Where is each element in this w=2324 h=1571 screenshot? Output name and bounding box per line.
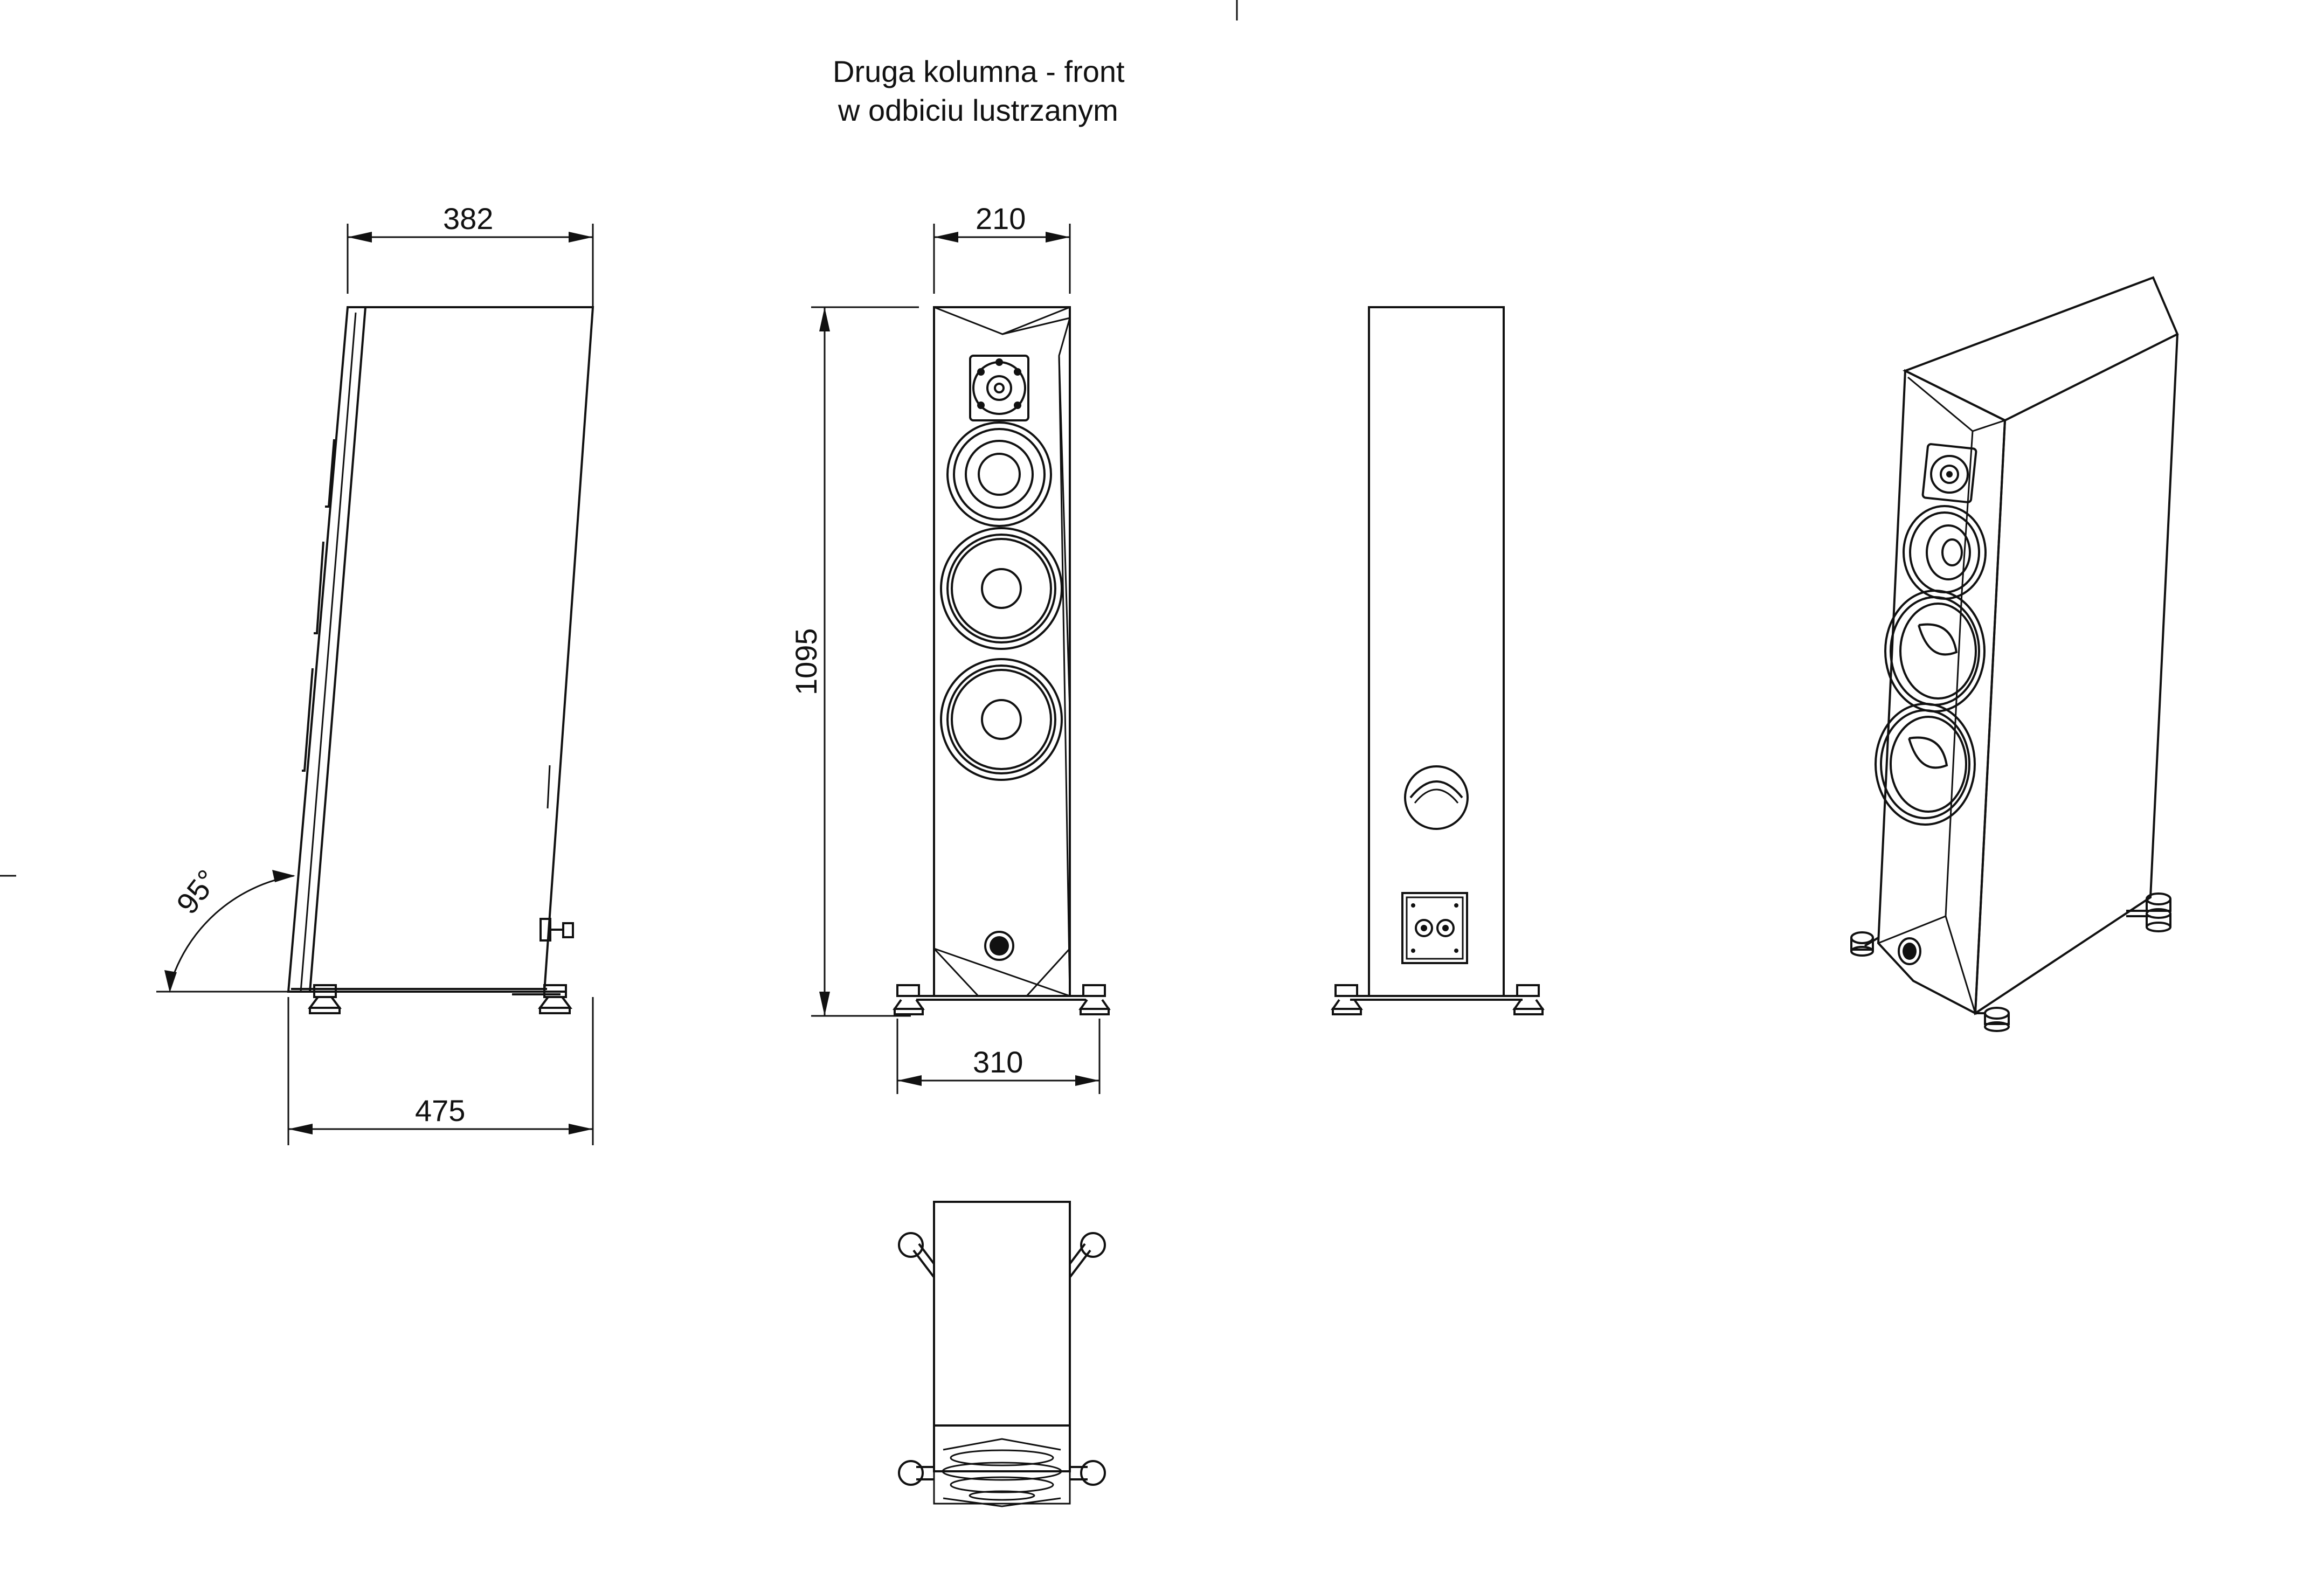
top-baffle-facets [942, 1438, 1062, 1507]
top-view [898, 1201, 1106, 1507]
side-angle-dimension: 95° [156, 863, 295, 993]
top-foot-rear-right [1070, 1460, 1106, 1486]
front-tweeter [969, 355, 1029, 421]
iso-midrange-driver [1903, 505, 1987, 600]
top-foot-rear-left [898, 1460, 934, 1486]
iso-tweeter [1921, 443, 1977, 503]
rear-foot-left [1331, 984, 1363, 1015]
title-line-2: w odbiciu lustrzanym [838, 93, 1118, 127]
side-base-width-label: 475 [415, 1094, 465, 1127]
iso-logo-badge [1898, 937, 1921, 965]
front-foot-left [893, 984, 925, 1015]
rear-view [1331, 306, 1545, 1015]
drawing-title: Druga kolumna - front w odbiciu lustrzan… [833, 54, 1125, 127]
iso-woofer-1 [1884, 590, 1986, 712]
rear-terminal-plate [1401, 892, 1468, 964]
front-base-width-dimension: 310 [896, 1019, 1101, 1094]
rear-foot-right [1512, 984, 1545, 1015]
side-foot-front [308, 984, 342, 1014]
iso-woofer-2 [1875, 703, 1976, 826]
front-view: 210 1095 [789, 202, 1111, 1094]
top-foot-front-right [1069, 1232, 1106, 1278]
front-logo-badge [984, 931, 1014, 961]
side-top-width-dimension: 382 [347, 202, 594, 307]
iso-foot-right-front [1975, 1007, 2010, 1032]
isometric-view [1850, 276, 2179, 1032]
front-woofer-1 [940, 527, 1063, 650]
front-height-label: 1095 [789, 628, 823, 695]
iso-foot-right-rear [2126, 892, 2171, 932]
front-base-width-label: 310 [973, 1045, 1023, 1079]
rear-bass-port [1404, 765, 1469, 830]
title-line-1: Druga kolumna - front [833, 54, 1125, 88]
side-base-width-dimension: 475 [287, 997, 594, 1145]
front-height-dimension: 1095 [789, 306, 919, 1017]
front-foot-right [1078, 984, 1111, 1015]
side-foot-rear [538, 984, 572, 1014]
top-foot-front-left [898, 1232, 935, 1278]
side-angle-label: 95° [170, 863, 225, 921]
iso-foot-left [1850, 931, 1879, 957]
front-midrange-driver [946, 421, 1052, 527]
front-woofer-2 [940, 658, 1063, 781]
front-width-dimension: 210 [933, 202, 1071, 294]
registration-marks [0, 0, 1238, 877]
side-top-width-label: 382 [443, 202, 493, 236]
front-width-label: 210 [976, 202, 1026, 236]
side-view: 382 [156, 202, 594, 1145]
